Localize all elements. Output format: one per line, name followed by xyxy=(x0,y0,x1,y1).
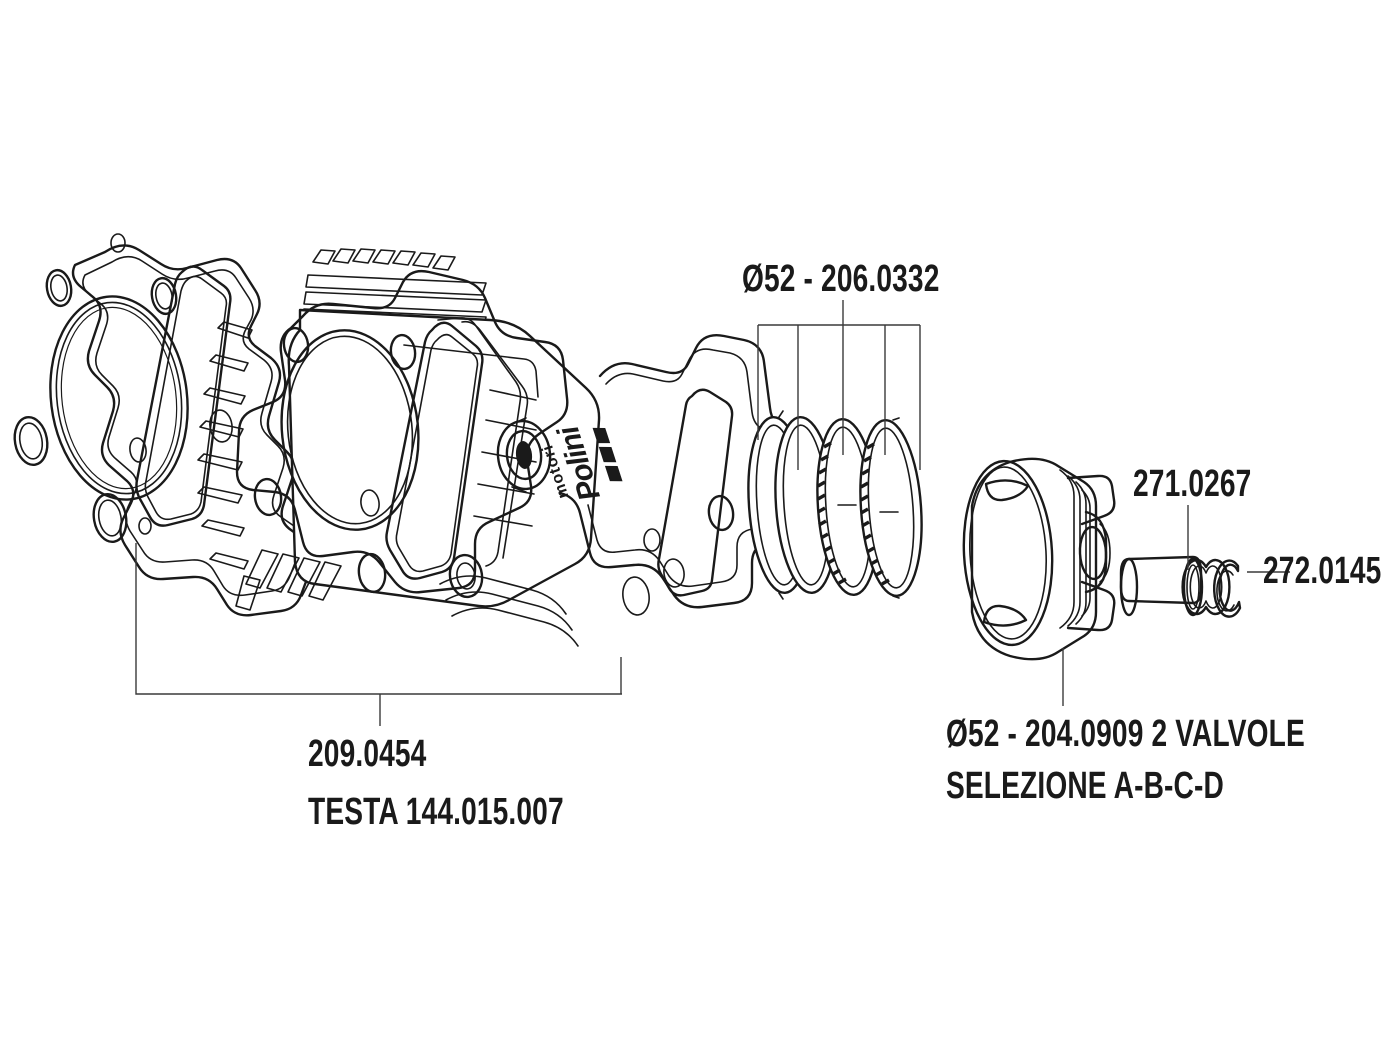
label-head: TESTA 144.015.007 xyxy=(308,791,564,833)
piston-pin-part xyxy=(1119,555,1204,617)
leader-lines xyxy=(135,300,1290,726)
label-piston-pin: 271.0267 xyxy=(1133,463,1252,505)
label-piston-code: Ø52 - 204.0909 2 VALVOLE xyxy=(946,713,1305,755)
cylinder-fins-bottom xyxy=(235,549,342,611)
head-gasket-part xyxy=(13,233,316,617)
label-circlip: 272.0145 xyxy=(1263,550,1382,592)
circlip-part xyxy=(1181,558,1242,618)
label-ring-set: Ø52 - 206.0332 xyxy=(742,258,940,300)
piston-ring-set-part xyxy=(747,410,923,600)
piston-part xyxy=(962,457,1116,661)
label-gasket-set: 209.0454 xyxy=(308,733,427,775)
label-piston-selection: SELEZIONE A-B-C-D xyxy=(946,765,1224,807)
ring-oil-2 xyxy=(859,417,923,599)
cylinder-fins-left xyxy=(197,321,253,570)
cylinder-block-part: motori Polini xyxy=(197,248,623,647)
